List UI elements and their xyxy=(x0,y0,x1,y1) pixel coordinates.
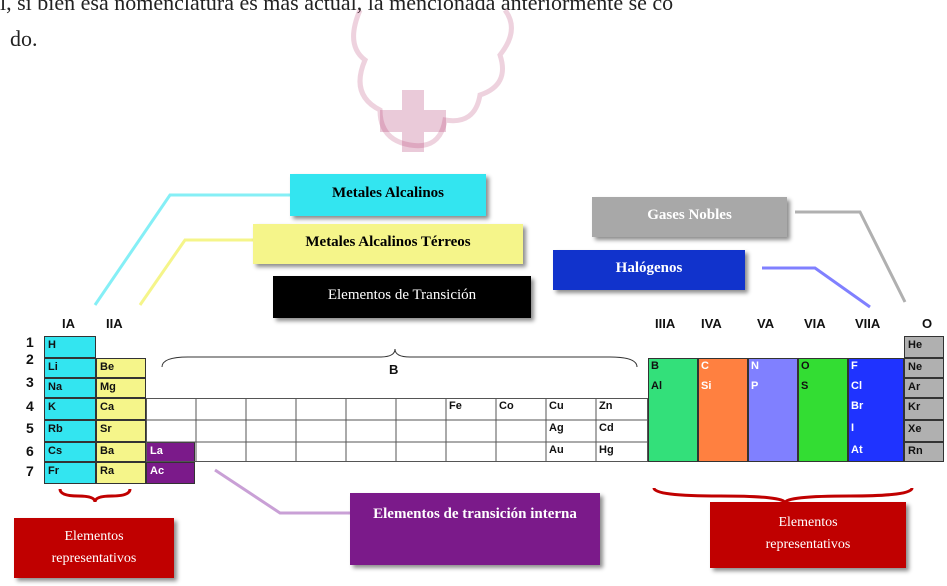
brace-left xyxy=(58,488,132,503)
column-iva xyxy=(698,358,748,462)
element-p: P xyxy=(751,380,759,392)
label-alcalinos-terreos: Metales Alcalinos Térreos xyxy=(253,224,523,264)
element-i: I xyxy=(851,422,855,434)
connector-halogen xyxy=(762,266,871,309)
element-au: Au xyxy=(549,444,564,456)
label-gases-nobles: Gases Nobles xyxy=(592,197,787,237)
group-header-viia: VIIA xyxy=(855,316,881,331)
label-metales-alcalinos: Metales Alcalinos xyxy=(290,174,486,216)
label-elementos-transicion: Elementos de Transición xyxy=(273,276,531,318)
group-header-via: VIA xyxy=(804,316,826,331)
group-header-ia: IA xyxy=(62,316,75,331)
label-halogenos: Halógenos xyxy=(553,250,745,290)
element-o: O xyxy=(801,360,810,372)
element-ac: Ac xyxy=(146,462,195,484)
group-header-iva: IVA xyxy=(701,316,722,331)
element-f: F xyxy=(851,360,858,372)
paragraph-line-1: l, si bien esa nomenclatura es más actua… xyxy=(0,0,674,15)
element-rb: Rb xyxy=(44,420,96,442)
group-header-iiia: IIIA xyxy=(655,316,676,331)
brace-right xyxy=(652,487,914,504)
element-cs: Cs xyxy=(44,442,96,462)
element-li: Li xyxy=(44,358,96,378)
connector-noble xyxy=(795,210,907,303)
connector-alkaline-earth xyxy=(138,238,255,306)
period-number: 4 xyxy=(26,398,34,414)
element-zn: Zn xyxy=(599,400,613,412)
block-b-label: B xyxy=(389,362,399,377)
column-va xyxy=(748,358,798,462)
element-ba: Ba xyxy=(96,442,146,462)
element-na: Na xyxy=(44,378,96,398)
label-transicion-interna: Elementos de transición interna xyxy=(350,493,600,565)
element-si: Si xyxy=(701,380,712,392)
element-al: Al xyxy=(651,380,662,392)
group-header-iia: IIA xyxy=(106,316,123,331)
period-number: 5 xyxy=(26,420,34,436)
column-viia xyxy=(848,358,904,462)
element-ne: Ne xyxy=(904,358,944,378)
element-ag: Ag xyxy=(549,422,564,434)
column-via xyxy=(798,358,848,462)
period-number: 6 xyxy=(26,443,34,459)
element-sr: Sr xyxy=(96,420,146,442)
element-h: H xyxy=(44,336,96,358)
element-be: Be xyxy=(96,358,146,378)
element-br: Br xyxy=(851,400,864,412)
element-c: C xyxy=(701,360,709,372)
column-iiia xyxy=(648,358,698,462)
element-he: He xyxy=(904,336,944,358)
element-co: Co xyxy=(499,400,514,412)
element-ca: Ca xyxy=(96,398,146,420)
element-mg: Mg xyxy=(96,378,146,398)
element-rn: Rn xyxy=(904,442,944,462)
element-n: N xyxy=(751,360,759,372)
connector-inner-transition xyxy=(214,468,350,515)
transition-block xyxy=(146,398,648,462)
element-kr: Kr xyxy=(904,398,944,420)
period-number: 3 xyxy=(26,374,34,390)
period-number: 7 xyxy=(26,463,34,479)
group-header-o: O xyxy=(922,316,933,331)
element-xe: Xe xyxy=(904,420,944,442)
element-cl: Cl xyxy=(851,380,862,392)
element-at: At xyxy=(851,444,863,456)
period-number: 2 xyxy=(26,351,34,367)
element-k: K xyxy=(44,398,96,420)
element-b: B xyxy=(651,360,659,372)
element-fe: Fe xyxy=(449,400,462,412)
element-hg: Hg xyxy=(599,444,614,456)
element-ra: Ra xyxy=(96,462,146,484)
group-header-va: VA xyxy=(757,316,775,331)
element-ar: Ar xyxy=(904,378,944,398)
label-representativos-left: Elementos representativos xyxy=(14,518,174,578)
element-cu: Cu xyxy=(549,400,564,412)
label-representativos-right: Elementos representativos xyxy=(710,502,906,568)
paragraph-line-2: do. xyxy=(10,26,38,51)
brace-b-block xyxy=(161,348,638,368)
element-cd: Cd xyxy=(599,422,614,434)
connector-alkali xyxy=(93,193,290,306)
element-s: S xyxy=(801,380,809,392)
period-number: 1 xyxy=(26,334,34,350)
element-fr: Fr xyxy=(44,462,96,484)
